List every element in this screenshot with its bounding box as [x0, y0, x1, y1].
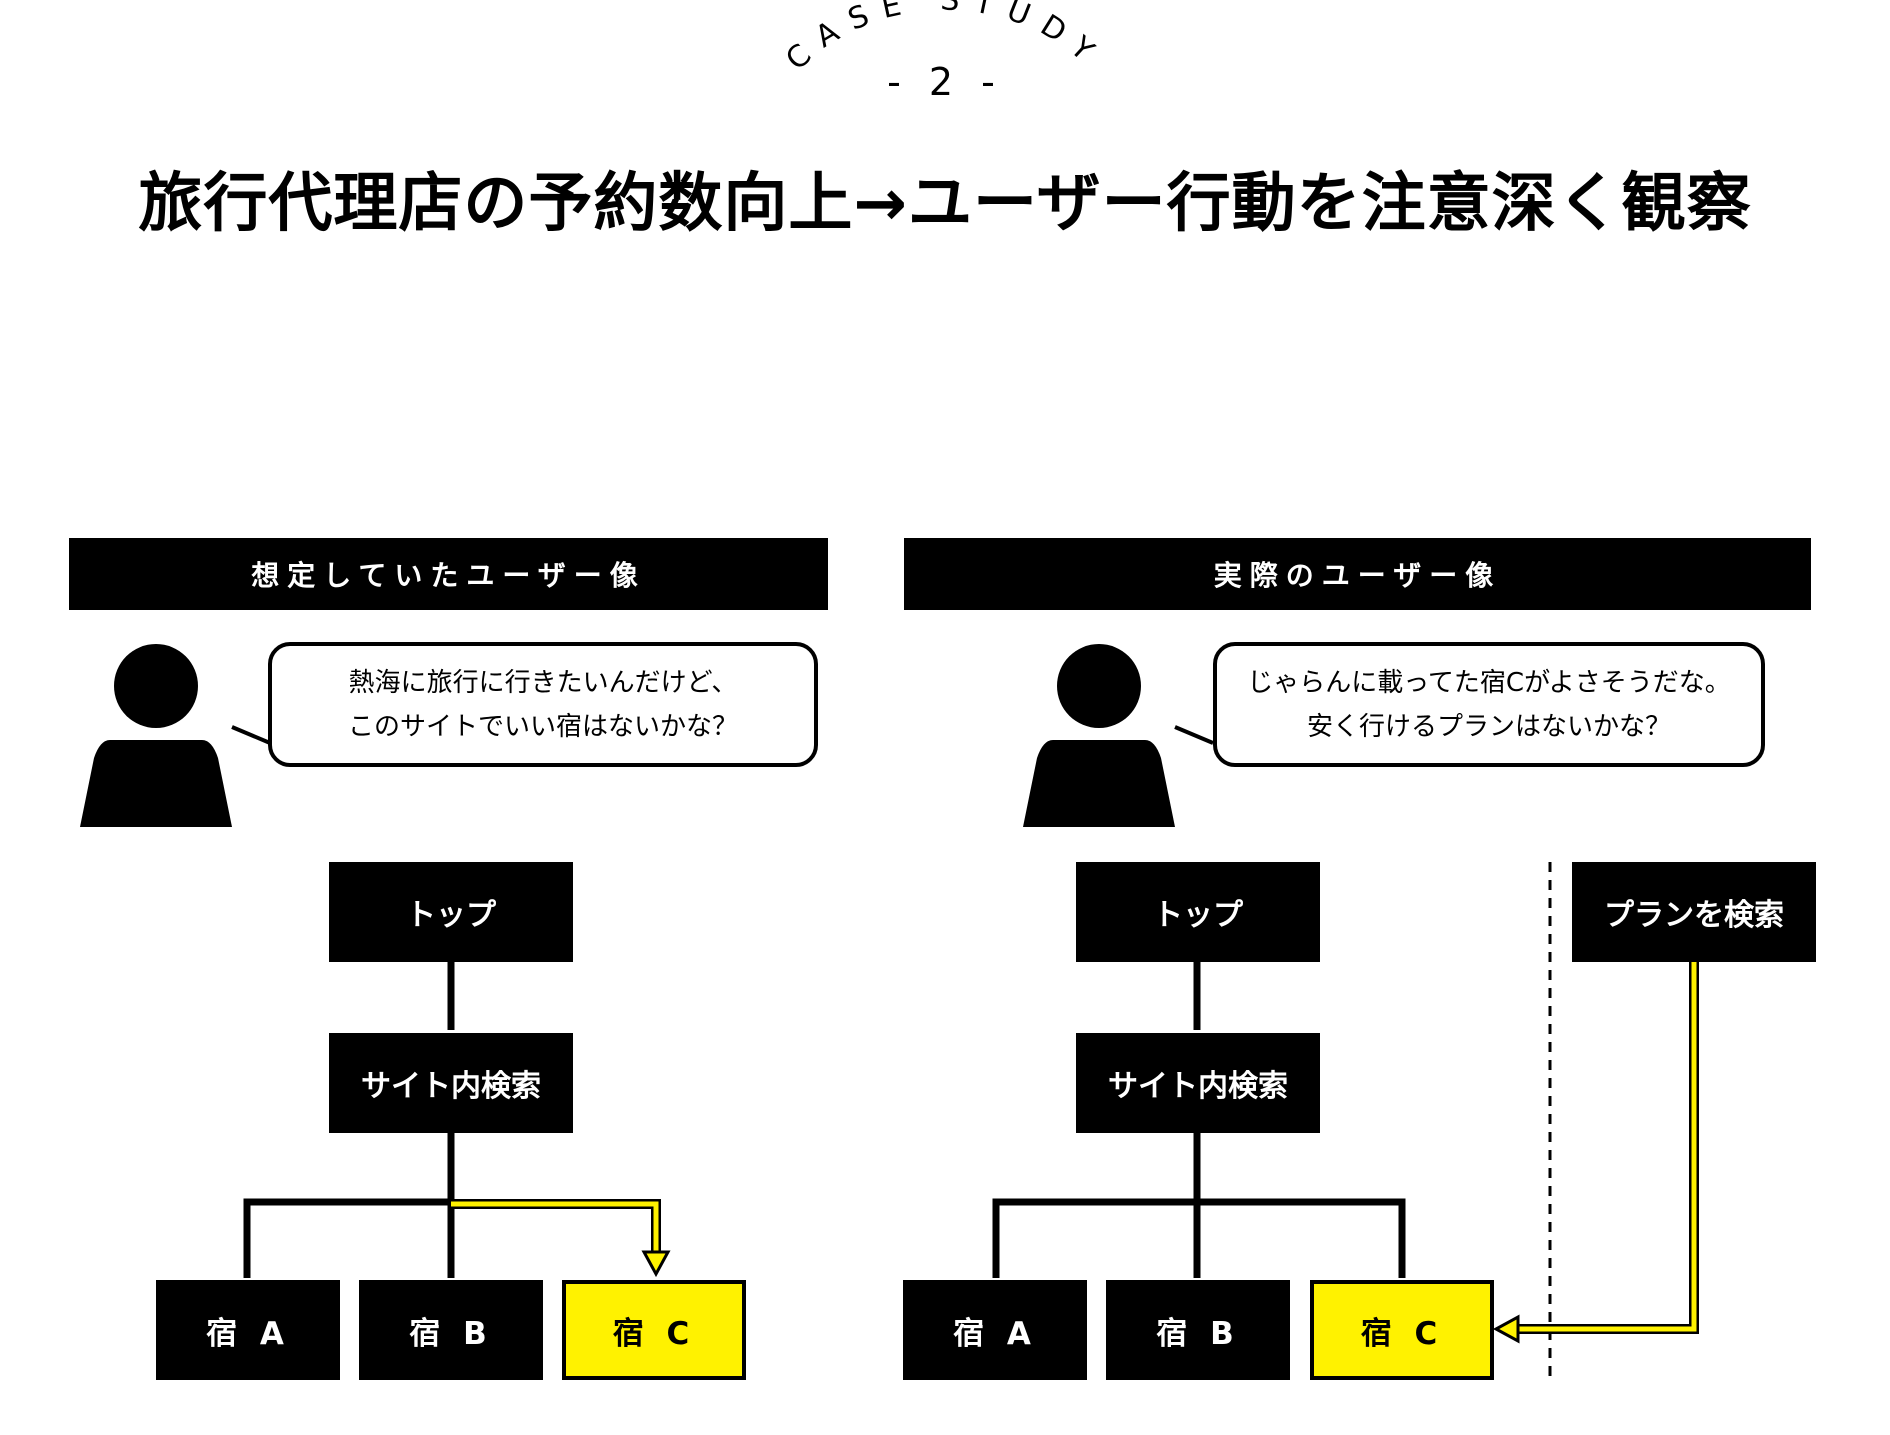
case-number: - 2 -: [887, 60, 1003, 104]
speech-bubble: じゃらんに載ってた宿Cがよさそうだな。 安く行けるプランはないかな？: [1213, 642, 1765, 767]
speech-line: じゃらんに載ってた宿Cがよさそうだな。: [1247, 667, 1731, 698]
flow-connectors: [243, 958, 671, 1278]
case-study-eyebrow: CASE STUDY: [779, 0, 1096, 78]
node-inn-b: 宿 B: [359, 1280, 543, 1380]
node-inn-a: 宿 A: [156, 1280, 340, 1380]
node-top: トップ: [1076, 862, 1320, 962]
speech-line: 安く行けるプランはないかな？: [1306, 711, 1671, 742]
user-avatar-icon: [1023, 644, 1214, 827]
arrowhead-icon: [641, 1250, 671, 1278]
node-plan-search: プランを検索: [1572, 862, 1816, 962]
speech-bubble: 熱海に旅行に行きたいんだけど、 このサイトでいい宿はないかな？: [268, 642, 818, 767]
panel-heading: 想定していたユーザー像: [69, 538, 828, 610]
node-top: トップ: [329, 862, 573, 962]
user-avatar-icon: [80, 644, 271, 827]
node-inn-a: 宿 A: [903, 1280, 1087, 1380]
node-inn-c: 宿 C: [1310, 1280, 1494, 1380]
speech-line: 熱海に旅行に行きたいんだけど、: [348, 667, 738, 698]
node-site-search: サイト内検索: [1076, 1033, 1320, 1133]
page-title: 旅行代理店の予約数向上→ユーザー行動を注意深く観察: [138, 167, 1752, 241]
speech-line: このサイトでいい宿はないかな？: [347, 711, 738, 742]
node-site-search: サイト内検索: [329, 1033, 573, 1133]
arrowhead-icon: [1492, 1314, 1520, 1344]
node-inn-b: 宿 B: [1106, 1280, 1290, 1380]
node-inn-c: 宿 C: [562, 1280, 746, 1380]
panel-heading: 実際のユーザー像: [904, 538, 1811, 610]
